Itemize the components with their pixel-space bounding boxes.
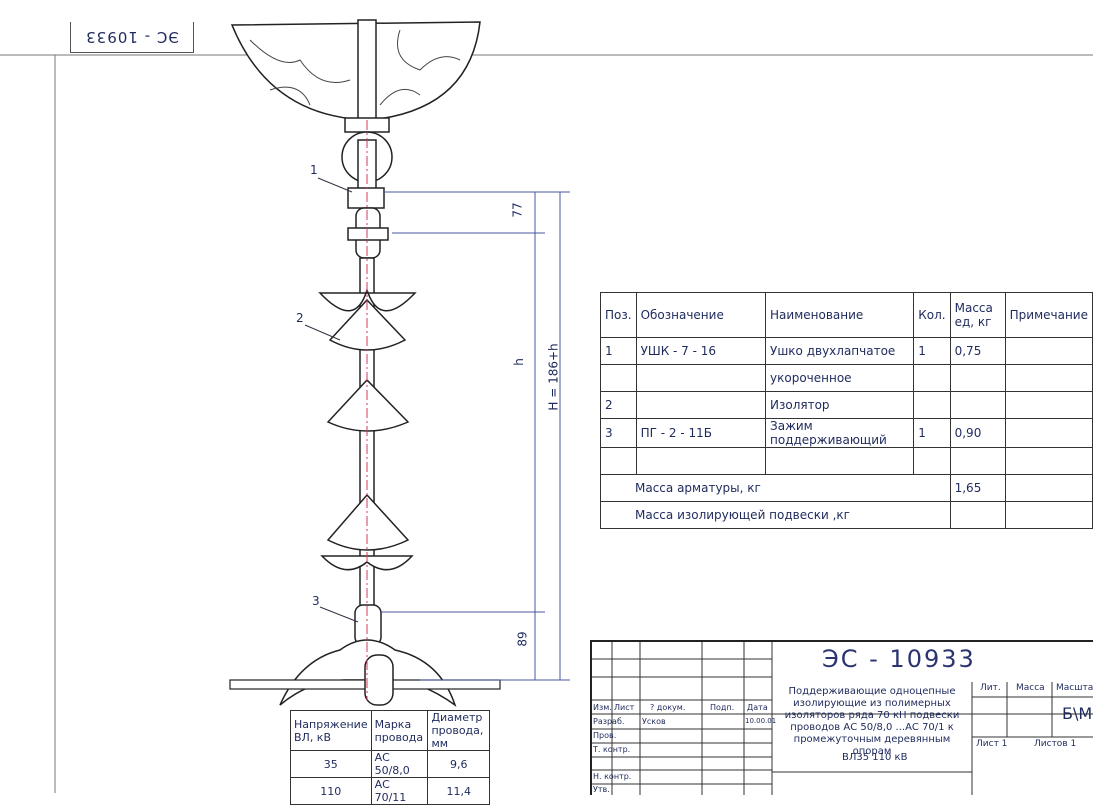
- header-note: Примечание: [1004, 292, 1093, 338]
- dimension-77: 77: [510, 202, 525, 218]
- table-row: укороченное: [600, 364, 1093, 392]
- header-pos: Поз.: [600, 292, 637, 338]
- header-designation: Обозначение: [635, 292, 767, 338]
- sheets-label: Листов 1: [1034, 739, 1077, 749]
- title-block: ЭС - 10933 Поддерживающие одноцепные изо…: [590, 640, 1093, 795]
- header-voltage: Напряжение ВЛ, кВ: [290, 710, 372, 751]
- table-row: 35 АС 50/8,0 9,6: [290, 750, 490, 778]
- dimension-89: 89: [515, 631, 530, 647]
- sheet-label: Лист 1: [976, 739, 1008, 749]
- scale-value: Б\М: [1062, 704, 1093, 723]
- header-name: Наименование: [765, 292, 915, 338]
- rotated-code-stamp: ЭС - 10933: [70, 22, 194, 53]
- scale-label: Масштаб: [1056, 683, 1093, 693]
- dimension-h: h: [511, 358, 526, 366]
- drawing-code: ЭС - 10933: [822, 645, 976, 673]
- drawing-description: Поддерживающие одноцепные изолирующие из…: [784, 686, 960, 757]
- table-row: 3 ПГ - 2 - 11Б Зажим поддерживающий 1 0,…: [600, 418, 1093, 448]
- header-wire: Марка провода: [370, 710, 429, 751]
- mass-fittings-row: Масса арматуры, кг 1,65: [600, 474, 1093, 502]
- developer-date: 10.00.01: [745, 717, 777, 725]
- specification-table: Поз. Обозначение Наименование Кол. Масса…: [600, 292, 1093, 532]
- table-row: 1 УШК - 7 - 16 Ушко двухлапчатое 1 0,75: [600, 337, 1093, 365]
- table-row: 2 Изолятор: [600, 391, 1093, 419]
- lit-label: Лит.: [980, 683, 1001, 693]
- rotated-code: ЭС - 10933: [85, 28, 179, 46]
- header-qty: Кол.: [913, 292, 951, 338]
- position-label-2: 2: [296, 311, 304, 325]
- drawing-subtitle: ВЛ35 110 кВ: [842, 752, 908, 763]
- voltage-wire-table: Напряжение ВЛ, кВ Марка провода Диаметр …: [290, 710, 490, 805]
- header-diameter: Диаметр провода, мм: [427, 710, 490, 751]
- mass-insulating-row: Масса изолирующей подвески ,кг: [600, 501, 1093, 529]
- developer-name: Усков: [642, 717, 666, 726]
- dimension-H: H = 186+h: [546, 343, 561, 411]
- table-row: 110 АС 70/11 11,4: [290, 777, 490, 805]
- header-mass: Масса ед, кг: [949, 292, 1006, 338]
- position-label-3: 3: [312, 594, 320, 608]
- position-label-1: 1: [310, 163, 318, 177]
- mass-label: Масса: [1016, 683, 1045, 693]
